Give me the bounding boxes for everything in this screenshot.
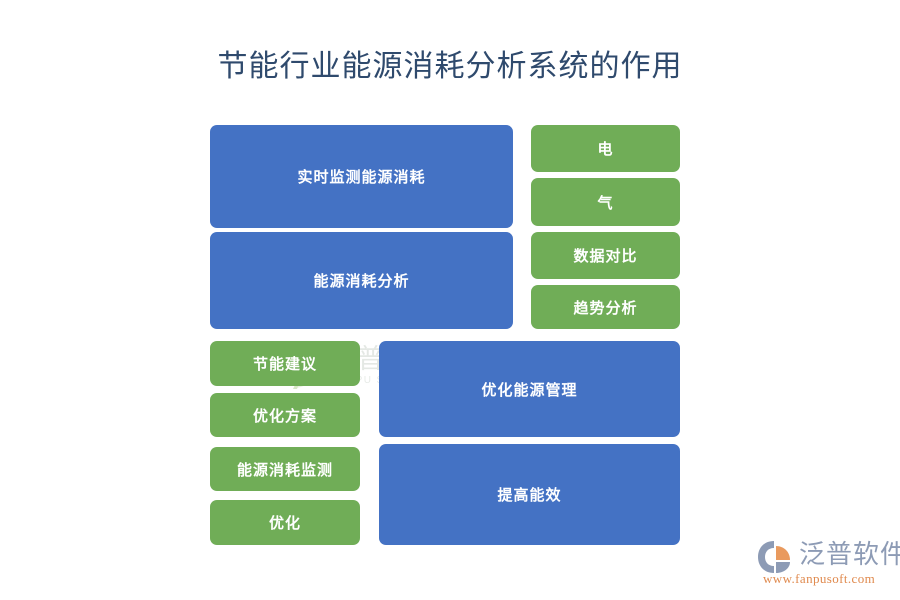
- block-realtime-energy-monitoring[interactable]: 实时监测能源消耗: [210, 125, 513, 228]
- block-gas[interactable]: 气: [531, 178, 680, 226]
- fanpu-logo-icon: [758, 541, 790, 573]
- block-optimization-plan[interactable]: 优化方案: [210, 393, 360, 437]
- block-optimization[interactable]: 优化: [210, 500, 360, 545]
- brand-name: 泛普软件: [799, 539, 900, 569]
- brand-logo: 泛普软件 www.fanpusoft.com: [757, 538, 900, 592]
- block-energy-consumption-analysis[interactable]: 能源消耗分析: [210, 232, 513, 329]
- brand-url: www.fanpusoft.com: [763, 571, 876, 586]
- block-electricity[interactable]: 电: [531, 125, 680, 172]
- block-trend-analysis[interactable]: 趋势分析: [531, 285, 680, 329]
- page-title: 节能行业能源消耗分析系统的作用: [217, 50, 683, 83]
- block-energy-saving-suggestion[interactable]: 节能建议: [210, 341, 360, 386]
- block-energy-consumption-monitoring[interactable]: 能源消耗监测: [210, 447, 360, 491]
- block-improve-energy-efficiency[interactable]: 提高能效: [379, 444, 680, 545]
- block-optimize-energy-management[interactable]: 优化能源管理: [379, 341, 680, 437]
- block-data-comparison[interactable]: 数据对比: [531, 232, 680, 279]
